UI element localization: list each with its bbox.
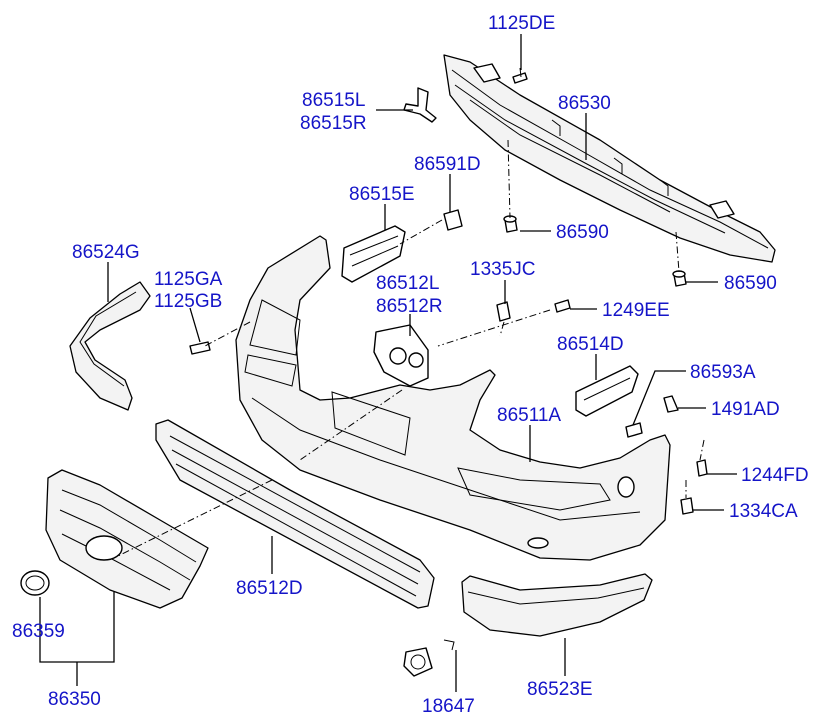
- label-86515e: 86515E: [349, 184, 415, 205]
- bracket-86515-part: [403, 87, 437, 123]
- garnish-86523e-part: [461, 573, 653, 637]
- label-1249ee: 1249EE: [602, 300, 670, 321]
- part-labels: 1125DE 86515L 86515R 86530 86591D 86515E…: [12, 13, 809, 717]
- retainer-86590-lower-part: [672, 270, 687, 287]
- radiator-grille-86350-part: [45, 469, 209, 609]
- fog-bracket-86512-part: [373, 324, 429, 387]
- label-86593a: 86593A: [690, 362, 756, 383]
- label-1491ad: 1491AD: [711, 399, 780, 420]
- label-86512r: 86512R: [376, 296, 443, 317]
- fog-lamp-18647-part: [403, 639, 455, 677]
- label-86359: 86359: [12, 621, 65, 642]
- label-1125ga: 1125GA: [154, 269, 223, 290]
- clip-1334ca-part: [680, 497, 694, 515]
- clip-86593a-part: [625, 422, 643, 438]
- bracket-86515e-part: [341, 225, 406, 283]
- label-86512l: 86512L: [376, 273, 439, 294]
- label-1125gb: 1125GB: [154, 291, 222, 312]
- lower-grille-86512d-part: [155, 419, 435, 609]
- label-86591d: 86591D: [414, 154, 481, 175]
- alignment-lines: [117, 139, 705, 557]
- bumper-cover-86511a-part: [235, 235, 671, 561]
- label-86590-lower: 86590: [724, 273, 777, 294]
- label-86514d: 86514D: [557, 334, 624, 355]
- bracket-86514d-part: [575, 365, 639, 417]
- clip-1335jc-part: [496, 301, 511, 322]
- bolt-1125de-part: [512, 67, 528, 84]
- screw-1244fd-part: [696, 459, 708, 477]
- label-1334ca: 1334CA: [729, 501, 798, 522]
- label-86515r: 86515R: [300, 113, 367, 134]
- bumper-beam-part: [443, 54, 776, 263]
- label-18647: 18647: [422, 696, 475, 717]
- label-86511a: 86511A: [497, 405, 561, 426]
- label-86524g: 86524G: [72, 242, 140, 263]
- label-1125de: 1125DE: [488, 13, 555, 34]
- label-86523e: 86523E: [527, 679, 593, 700]
- label-86515l: 86515L: [302, 90, 365, 111]
- label-86350: 86350: [48, 689, 101, 710]
- retainer-86590-upper-part: [503, 215, 518, 233]
- label-86512d: 86512D: [236, 578, 303, 599]
- label-86590-upper: 86590: [556, 222, 609, 243]
- leader-lines: [39, 34, 737, 692]
- clip-86591d-part: [443, 209, 463, 231]
- bolt-1125ga-part: [189, 341, 211, 355]
- emblem-86359-part: [20, 570, 50, 596]
- clip-1491ad-part: [663, 395, 679, 413]
- label-1335jc: 1335JC: [470, 259, 536, 280]
- label-1244fd: 1244FD: [741, 465, 809, 486]
- screw-1249ee-part: [554, 299, 571, 313]
- garnish-86524g-part: [69, 281, 151, 411]
- label-86530: 86530: [558, 93, 611, 114]
